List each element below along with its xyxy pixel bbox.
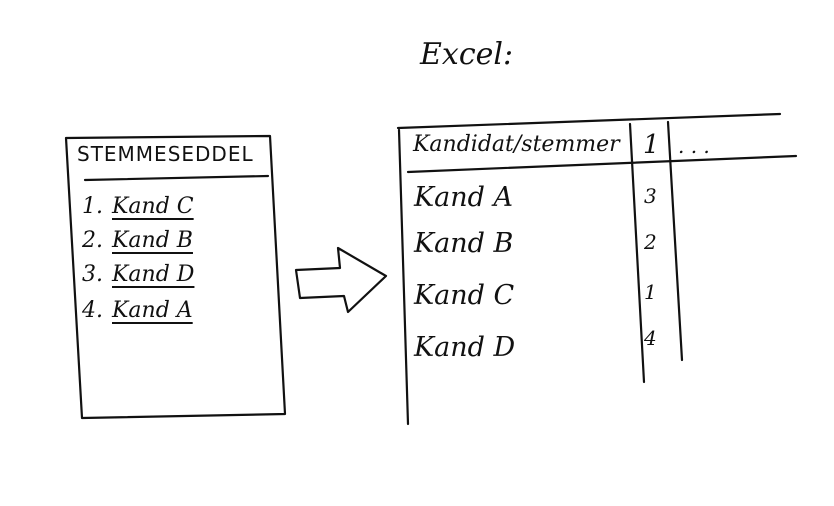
sheet-row-value: 1 [644,280,657,304]
ballot-heading-underline [83,174,270,182]
sheet-left-border [397,128,410,426]
ballot-item: 4. Kand A [82,300,193,322]
sheet-top-border [396,112,782,130]
sheet-column-divider-2 [666,120,684,362]
sheet-header-candidate: Kandidat/stemmer [413,132,620,157]
sheet-header-round: 1 [643,130,660,160]
ballot-rank: 2. [82,228,103,253]
ballot-rank: 4. [82,298,103,323]
sheet-header-more: . . . [678,134,710,158]
sheet-row-candidate: Kand D [414,332,516,363]
sheet-row-value: 3 [644,184,657,208]
right-arrow-icon [294,246,388,314]
ballot-candidate: Kand A [112,298,193,323]
sheet-row-value: 2 [644,230,657,254]
sheet-row-candidate: Kand A [414,182,514,213]
sheet-row-candidate: Kand B [414,228,514,259]
sheet-row-value: 4 [644,326,657,350]
sheet-row-candidate: Kand C [414,280,515,311]
ballot-heading: STEMMESEDDEL [77,142,254,166]
excel-title: Excel: [420,37,514,72]
ballot-item: 2. Kand B [82,230,193,252]
ballot-item: 3. Kand D [82,264,194,286]
ballot-candidate: Kand D [112,262,195,287]
ballot-box-outline [64,134,287,420]
sheet-header-divider [406,154,798,174]
sheet-column-divider-1 [628,122,646,384]
ballot-rank: 3. [82,262,103,287]
ballot-item: 1. Kand C [82,196,194,218]
ballot-rank: 1. [82,194,103,219]
ballot-candidate: Kand B [112,228,193,253]
ballot-candidate: Kand C [112,194,194,219]
